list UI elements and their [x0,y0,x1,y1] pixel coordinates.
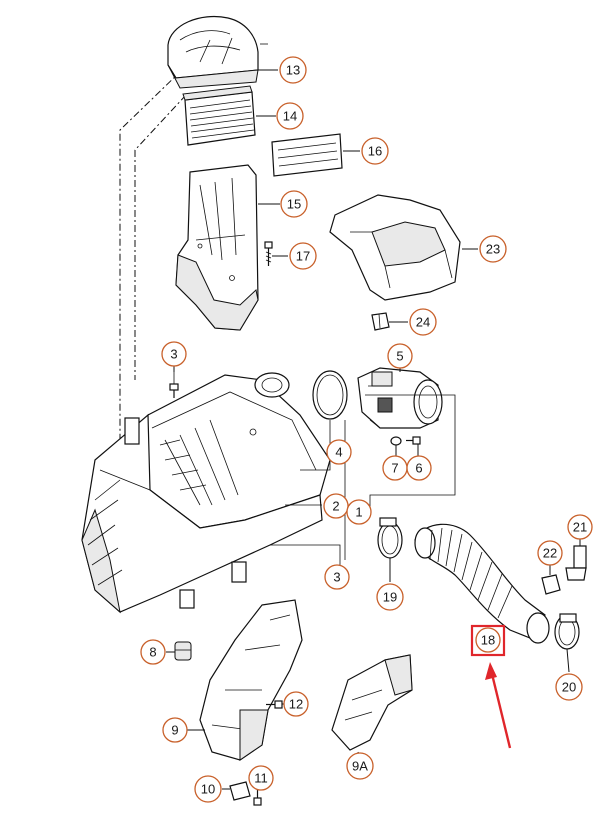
svg-text:4: 4 [335,445,342,460]
callout-10: 10 [194,775,222,803]
svg-text:3: 3 [333,570,340,585]
svg-text:18: 18 [481,633,495,648]
highlight-box-18 [470,624,506,657]
svg-text:8: 8 [149,645,156,660]
callout-12: 12 [283,691,309,717]
part-maf-sensor [357,367,443,429]
svg-text:21: 21 [573,520,587,535]
part-air-filter-housing [81,372,331,614]
part-intake-hose-18 [414,523,550,644]
svg-text:7: 7 [391,461,398,476]
svg-text:15: 15 [287,197,301,212]
callout-8: 8 [140,639,166,665]
callout-20: 20 [555,673,583,701]
callout-21: 21 [567,514,593,540]
callout-2: 2 [323,493,349,519]
part-bracket-10 [229,781,251,801]
highlight-arrow [485,662,512,749]
svg-text:10: 10 [201,782,215,797]
part-washer-7 [390,436,402,446]
callout-5: 5 [387,343,413,369]
svg-text:14: 14 [283,109,297,124]
callout-15: 15 [280,190,308,218]
callout-17: 17 [289,242,317,270]
callout-4: 4 [326,439,352,465]
part-air-duct-9 [199,599,303,761]
svg-text:22: 22 [543,546,557,561]
svg-text:24: 24 [416,315,430,330]
callout-23: 23 [479,235,507,263]
assembly-dashed-line-2 [134,94,187,380]
callout-22: 22 [537,540,563,566]
callout-16: 16 [361,137,389,165]
part-flat-filter [271,133,343,177]
svg-text:5: 5 [396,349,403,364]
part-grommet-8 [174,641,192,661]
svg-text:9: 9 [171,723,178,738]
callout-14: 14 [276,102,304,130]
bracket-line-4 [300,420,331,471]
svg-text:1: 1 [355,505,362,520]
part-engine-shroud [329,194,461,301]
part-seal-ring [312,370,348,420]
callout-9A: 9A [346,752,374,780]
callout-3-top: 3 [161,341,187,367]
svg-text:19: 19 [383,590,397,605]
svg-text:2: 2 [332,499,339,514]
svg-text:13: 13 [286,63,300,78]
callout-13: 13 [279,56,307,84]
part-clip-24 [371,312,390,331]
svg-text:11: 11 [254,771,268,786]
svg-text:9A: 9A [352,759,368,774]
svg-text:3: 3 [170,347,177,362]
svg-text:16: 16 [368,144,382,159]
callout-9: 9 [162,717,188,743]
assembly-dashed-line [119,69,183,520]
svg-text:23: 23 [486,242,500,257]
svg-text:12: 12 [289,697,303,712]
part-hose-clamp-19 [377,517,403,559]
part-clamp-22 [541,574,561,595]
callout-24: 24 [409,308,437,336]
part-duct-9a [331,654,413,751]
svg-text:17: 17 [296,249,310,264]
callout-19: 19 [376,583,404,611]
callout-18: 18 [475,627,501,653]
svg-text:6: 6 [415,461,422,476]
callout-7: 7 [382,455,408,481]
callout-1: 1 [346,499,372,525]
part-screw-6 [406,436,421,445]
part-hose-clamp-20 [554,613,580,650]
svg-text:20: 20 [562,680,576,695]
callout-11: 11 [248,765,274,791]
callout-6: 6 [406,455,432,481]
bracket-line-3b [270,544,341,570]
part-air-filter-cover [167,15,268,89]
part-intake-guide [175,164,259,331]
part-screw-17 [264,241,273,266]
part-filter-element [182,85,256,146]
callout-3-bottom: 3 [324,564,350,590]
part-screw-3 [169,372,179,398]
part-connector-21 [565,545,587,581]
